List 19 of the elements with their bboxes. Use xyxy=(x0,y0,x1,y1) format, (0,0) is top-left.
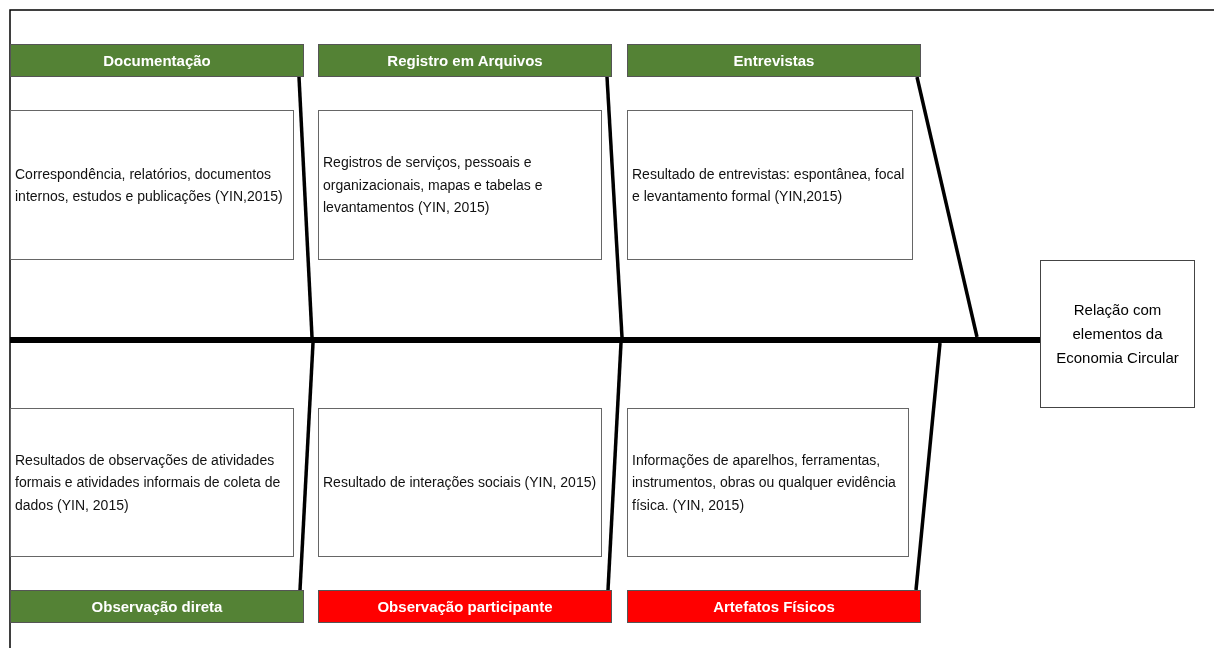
category-header: Artefatos Físicos xyxy=(627,590,921,623)
category-header: Registro em Arquivos xyxy=(318,44,612,77)
bone-line xyxy=(606,342,623,591)
description-box: Registros de serviços, pessoais e organizacionais, mapas e tabelas e levantamentos (YIN, 2015) xyxy=(318,110,602,260)
bone-line xyxy=(915,76,979,338)
bone-line xyxy=(297,76,314,338)
description-box: Correspondência, relatórios, documentos internos, estudos e publicações (YIN,2015) xyxy=(10,110,294,260)
description-box: Informações de aparelhos, ferramentas, instrumentos, obras ou qualquer evidência física. (YIN, 2015) xyxy=(627,408,909,557)
bone-line xyxy=(298,342,315,591)
description-box: Resultado de entrevistas: espontânea, focal e levantamento formal (YIN,2015) xyxy=(627,110,913,260)
category-header: Entrevistas xyxy=(627,44,921,77)
bone-line xyxy=(605,76,624,338)
description-box: Resultados de observações de atividades formais e atividades informais de coleta de dados (YIN, 2015) xyxy=(10,408,294,557)
description-box: Resultado de interações sociais (YIN, 2015) xyxy=(318,408,602,557)
category-header: Documentação xyxy=(10,44,304,77)
category-header: Observação direta xyxy=(10,590,304,623)
category-header: Observação participante xyxy=(318,590,612,623)
effect-box: Relação com elementos da Economia Circular xyxy=(1040,260,1195,408)
bone-line xyxy=(914,342,942,591)
